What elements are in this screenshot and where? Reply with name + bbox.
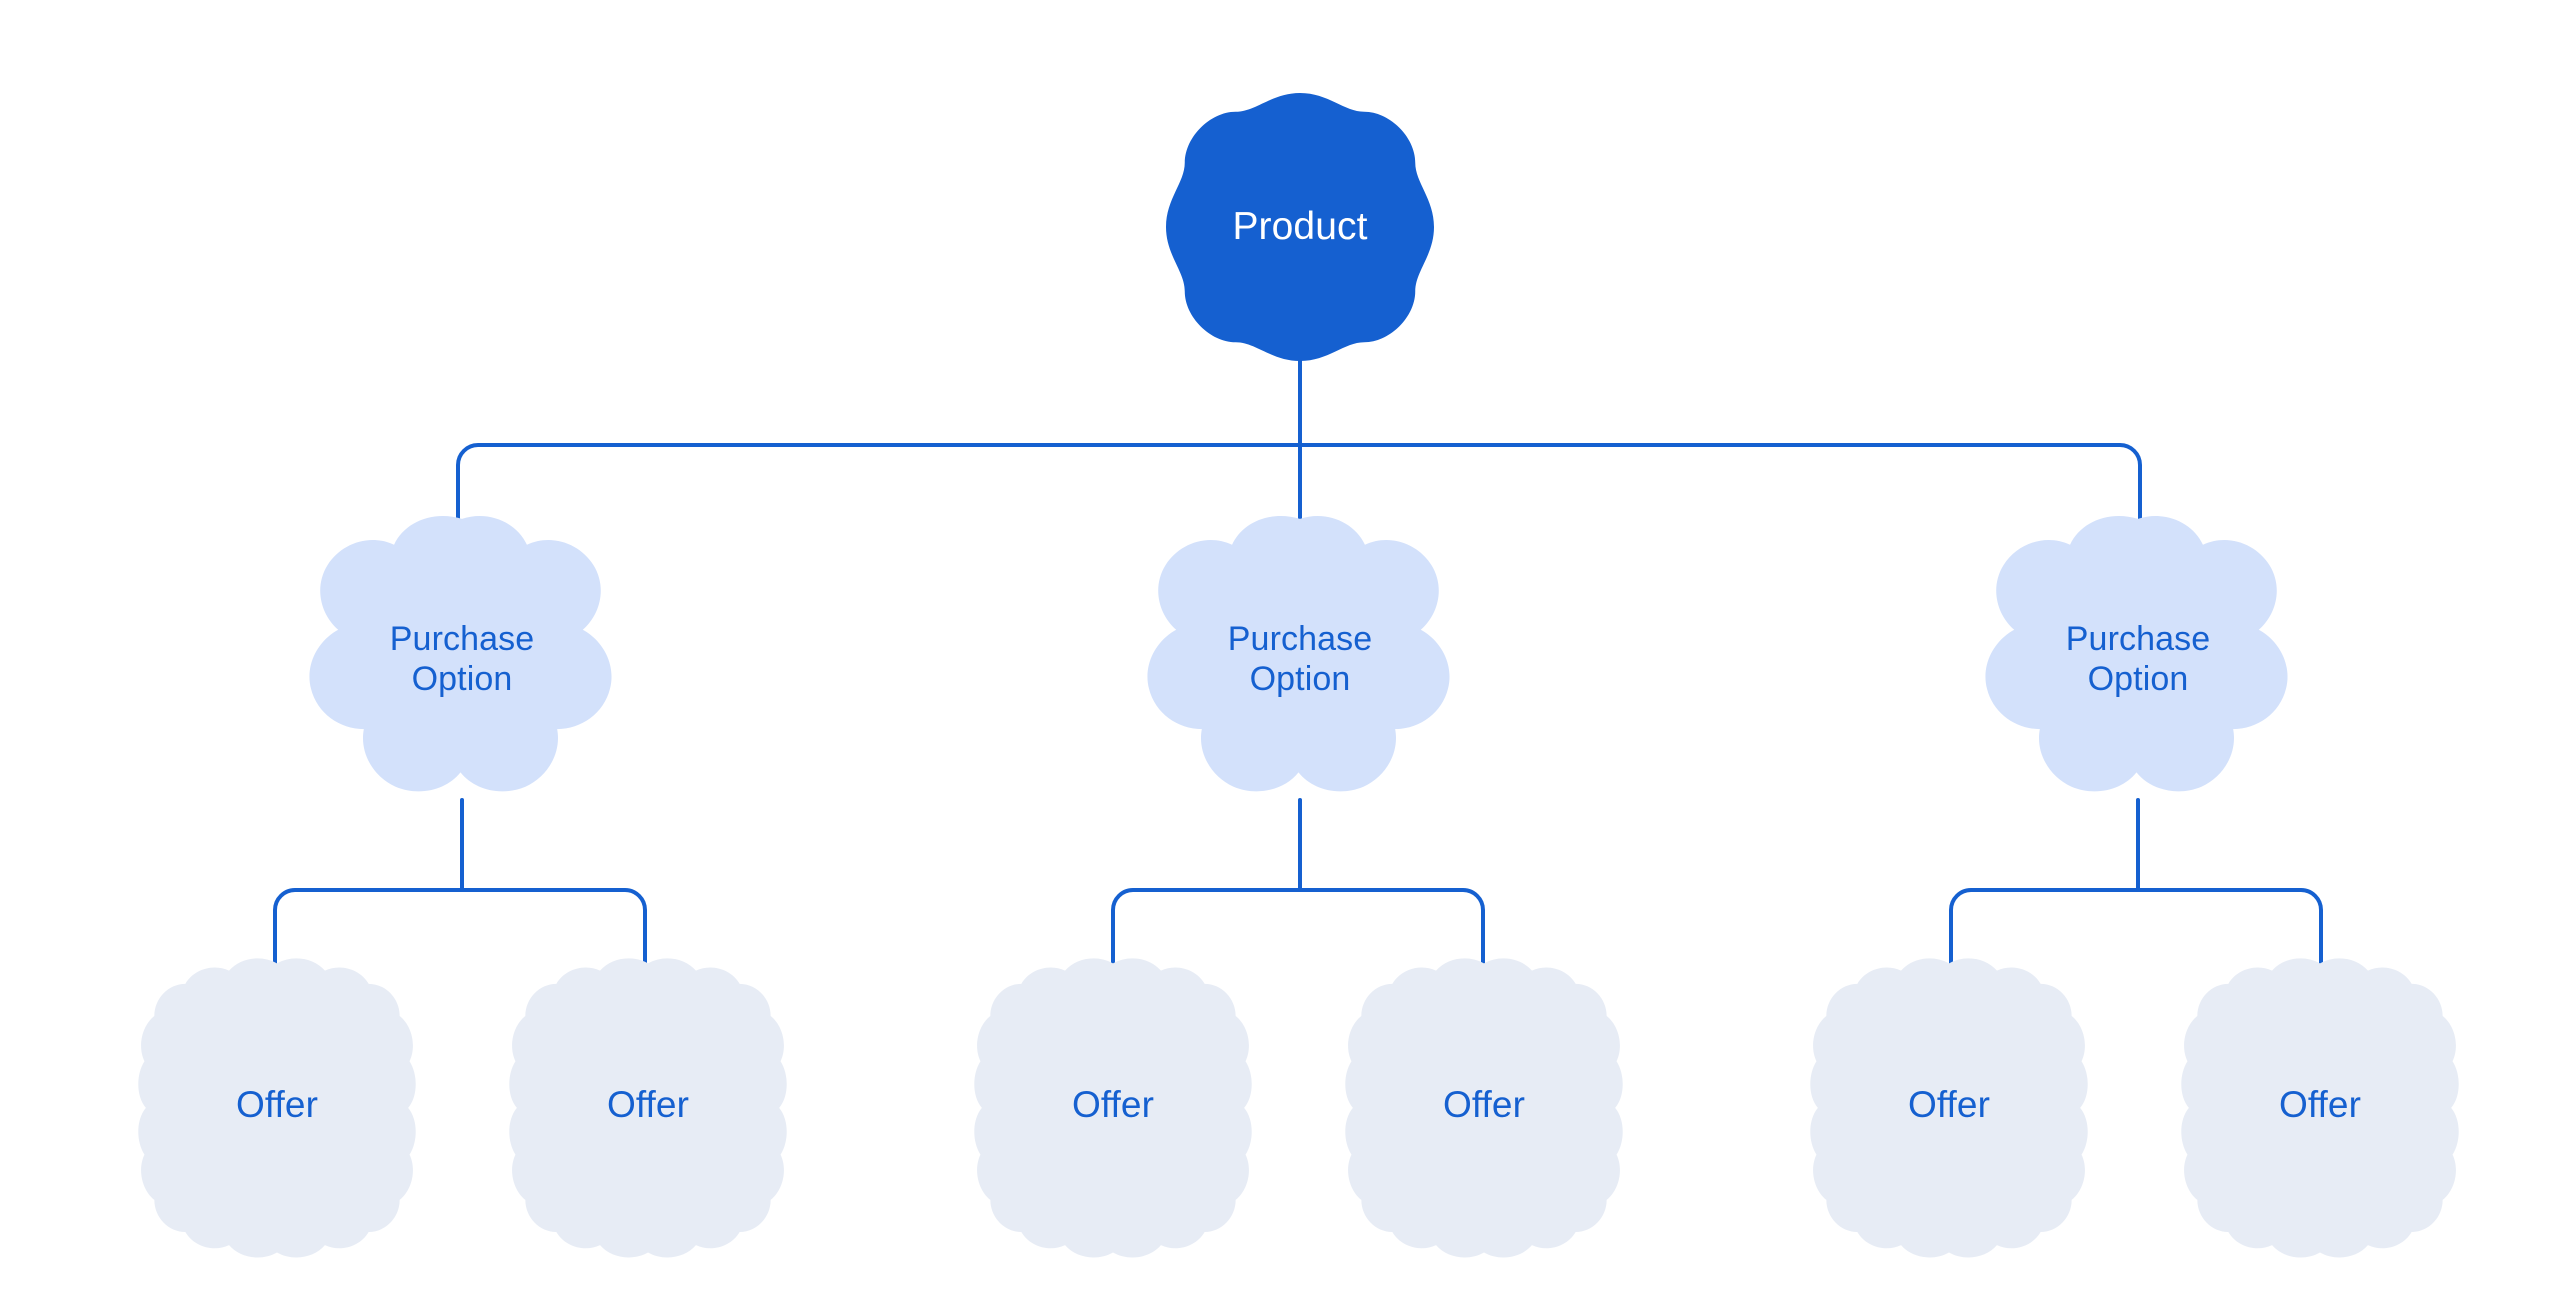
node-purchase-option-3[interactable]: Purchase Option	[1985, 516, 2289, 804]
offer-blob-shape	[509, 958, 787, 1258]
node-offer-label: Offer	[1442, 1084, 1526, 1126]
node-product[interactable]: Product	[1166, 93, 1434, 361]
node-offer-2[interactable]: Offer	[507, 958, 789, 1258]
offer-blob-shape	[1810, 958, 2088, 1258]
product-blob-shape	[1166, 93, 1434, 361]
node-offer-label: Offer	[235, 1084, 319, 1126]
node-offer-3[interactable]: Offer	[972, 958, 1254, 1258]
node-purchase-option-label: Purchase Option	[1227, 620, 1373, 698]
node-offer-1[interactable]: Offer	[136, 958, 418, 1258]
purchase-option-blob-shape	[1985, 516, 2288, 792]
offer-blob-shape	[138, 958, 416, 1258]
node-offer-label: Offer	[1071, 1084, 1155, 1126]
node-offer-label: Offer	[1907, 1084, 1991, 1126]
node-offer-6[interactable]: Offer	[2179, 958, 2461, 1258]
node-purchase-option-label: Purchase Option	[2065, 620, 2211, 698]
offer-blob-shape	[2181, 958, 2459, 1258]
node-offer-4[interactable]: Offer	[1343, 958, 1625, 1258]
node-product-label: Product	[1232, 205, 1368, 249]
node-purchase-option-label: Purchase Option	[389, 620, 535, 698]
offer-blob-shape	[1345, 958, 1623, 1258]
node-offer-label: Offer	[2278, 1084, 2362, 1126]
purchase-option-blob-shape	[309, 516, 612, 792]
node-offer-label: Offer	[606, 1084, 690, 1126]
node-purchase-option-1[interactable]: Purchase Option	[309, 516, 613, 804]
node-offer-5[interactable]: Offer	[1808, 958, 2090, 1258]
offer-blob-shape	[974, 958, 1252, 1258]
node-purchase-option-2[interactable]: Purchase Option	[1147, 516, 1451, 804]
purchase-option-blob-shape	[1147, 516, 1450, 792]
